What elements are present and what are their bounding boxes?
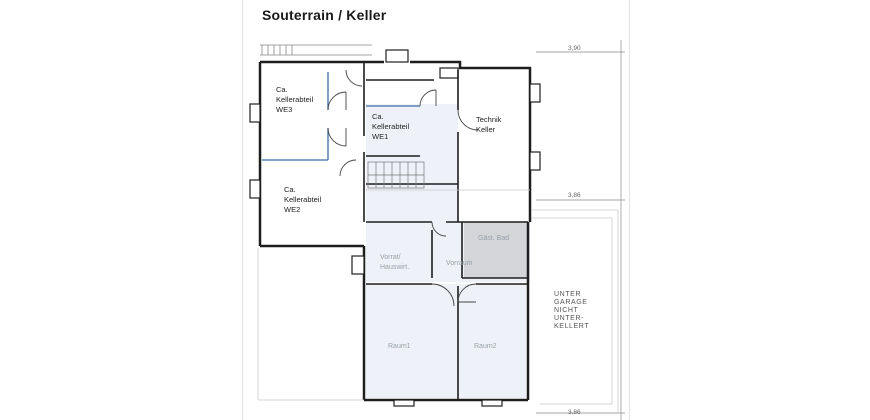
label-technik: Technik Keller bbox=[476, 115, 504, 134]
door-swings bbox=[327, 69, 479, 307]
label-we1: Ca. Kellerabteil WE1 bbox=[372, 112, 411, 141]
label-gaestebad: Gäst. Bad bbox=[478, 235, 509, 242]
room-fill-we1 bbox=[366, 104, 458, 184]
partition-lines bbox=[262, 72, 420, 161]
room-fill-raum12 bbox=[366, 284, 526, 398]
label-vorraum: Vorraum bbox=[446, 260, 473, 267]
balcony-hatch bbox=[260, 44, 372, 56]
label-raum1: Raum1 bbox=[388, 343, 411, 350]
dimension-middle: 3,86 bbox=[568, 192, 581, 199]
label-raum2: Raum2 bbox=[474, 343, 497, 350]
ground-guides bbox=[257, 189, 619, 412]
dimension-top: 3,90 bbox=[568, 45, 581, 52]
label-vorrat: Vorrat/ Hauswirt. bbox=[380, 254, 409, 271]
label-we2: Ca. Kellerabteil WE2 bbox=[284, 185, 323, 214]
label-we3: Ca. Kellerabteil WE3 bbox=[276, 85, 315, 114]
dimension-bottom: 3,86 bbox=[568, 409, 581, 416]
window-niches bbox=[249, 49, 541, 407]
garage-note: UNTER GARAGE NICHT UNTER- KELLERT bbox=[554, 291, 590, 330]
staircase bbox=[367, 161, 425, 189]
interior-walls bbox=[363, 62, 528, 400]
dimension-lines bbox=[536, 40, 625, 420]
room-fill-gaestebad bbox=[464, 222, 528, 278]
page-title: Souterrain / Keller bbox=[262, 7, 387, 23]
